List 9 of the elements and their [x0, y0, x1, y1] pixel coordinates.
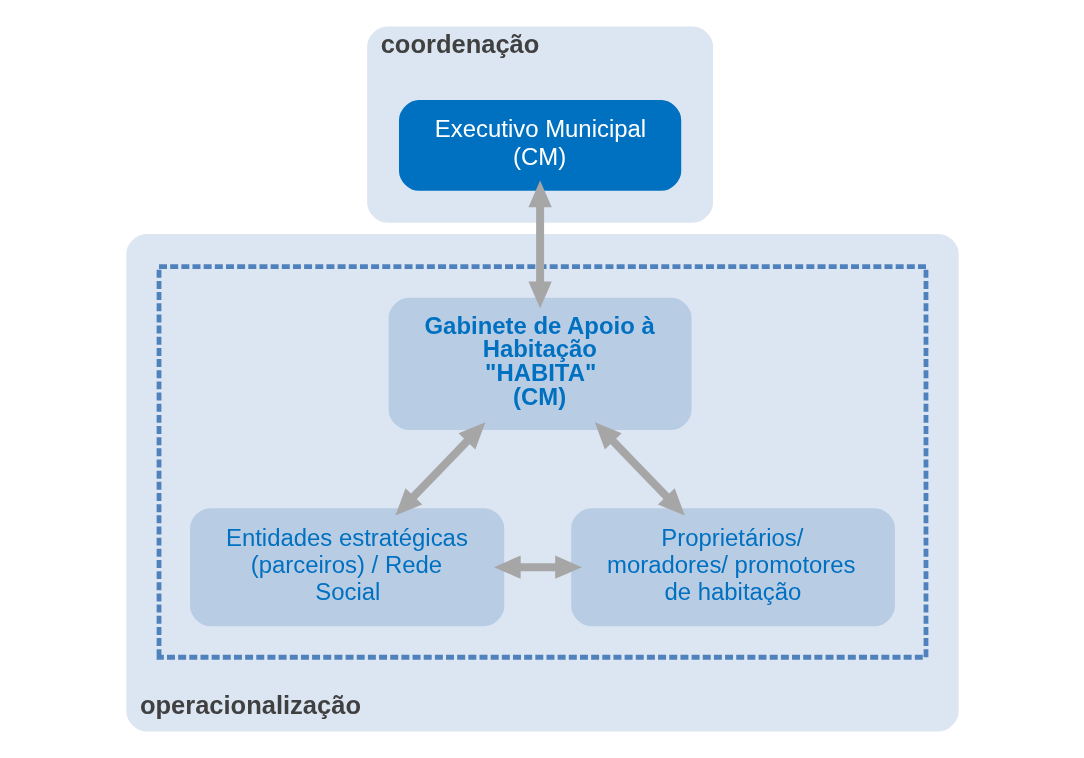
node-box: Proprietários/ moradores/ promotores de habitação — [570, 508, 895, 627]
node-box: Gabinete de Apoio à Habitação "HABITA" (CM) — [388, 297, 692, 431]
arrow — [594, 422, 685, 516]
arrow — [527, 180, 552, 309]
node-box: Entidades estratégicas (parceiros) / Rede Social — [189, 508, 504, 627]
arrow — [493, 555, 582, 579]
arrow — [394, 422, 485, 516]
node-box: Executivo Municipal (CM) — [398, 99, 681, 191]
cluster — [156, 264, 928, 660]
